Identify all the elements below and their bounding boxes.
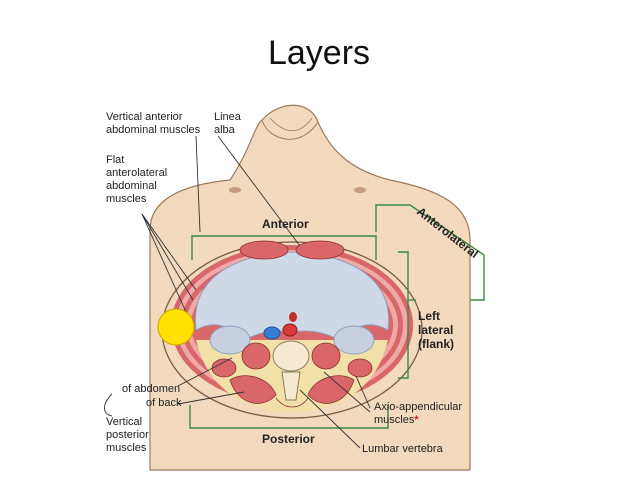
leader-lines — [104, 135, 371, 449]
label-left-lateral-line2: lateral — [418, 323, 453, 337]
label-lumbar-vertebra: Lumbar vertebra — [362, 443, 444, 455]
highlight-marker — [157, 308, 195, 346]
label-vertical-posterior-line3: muscles — [106, 442, 147, 454]
label-left-lateral-line1: Left — [418, 309, 440, 323]
label-vertical-posterior-line2: posterior — [106, 429, 149, 441]
region-brackets — [189, 204, 485, 429]
label-linea-alba-line1: Linea — [214, 111, 242, 123]
axio-muscles-text: muscles — [374, 414, 415, 426]
label-flat-line1: Flat — [106, 154, 124, 166]
label-vertical-posterior-line1: Vertical — [106, 416, 142, 428]
label-vertical-anterior-line2: abdominal muscles — [106, 124, 201, 136]
label-anterior: Anterior — [262, 217, 309, 231]
label-left-lateral-line3: (flank) — [418, 337, 454, 351]
label-flat-line2: anterolateral — [106, 167, 167, 179]
label-posterior: Posterior — [262, 432, 315, 446]
label-linea-alba-line2: alba — [214, 124, 236, 136]
label-of-abdomen: of abdomen — [122, 383, 180, 395]
label-flat-line4: muscles — [106, 193, 147, 205]
label-flat-line3: abdominal — [106, 180, 157, 192]
label-vertical-anterior-line1: Vertical anterior — [106, 111, 183, 123]
cross-section — [161, 240, 423, 419]
label-axio-appendicular-line2: muscles* — [374, 414, 419, 426]
asterisk-marker: * — [414, 414, 419, 426]
slide-title: Layers — [267, 34, 371, 72]
label-of-back: of back — [146, 397, 182, 409]
label-axio-appendicular-line1: Axio-appendicular — [374, 401, 462, 413]
